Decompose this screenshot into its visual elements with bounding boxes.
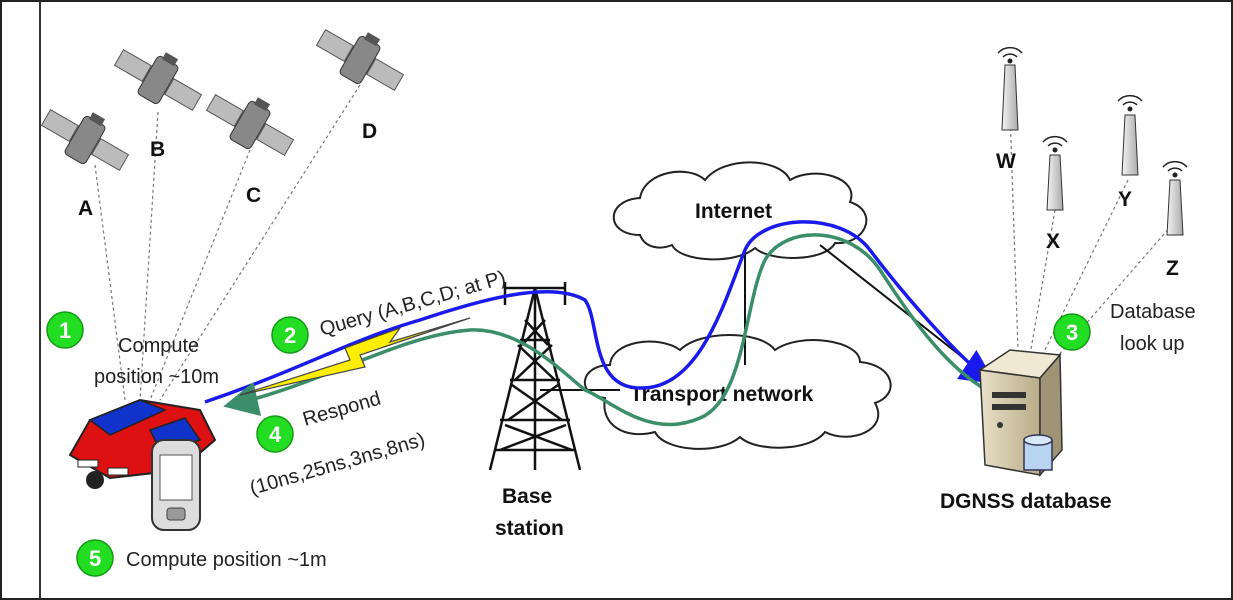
base-station-label-line2: station — [495, 517, 564, 540]
station-label-z: Z — [1166, 257, 1179, 280]
satellite-signal-lines — [94, 84, 361, 401]
base-station-label-line1: Base — [502, 485, 552, 508]
satellite-a — [40, 109, 130, 171]
step-3-text-line2: look up — [1120, 333, 1185, 355]
dgnss-database-server-icon — [977, 349, 1063, 477]
step-5-badge: 5 — [76, 539, 114, 577]
reference-tower-w — [997, 46, 1023, 131]
step-1-badge: 1 — [46, 311, 84, 349]
reference-tower-z — [1162, 160, 1188, 236]
svg-text:5: 5 — [89, 546, 101, 571]
reference-station-lines — [1009, 109, 1173, 366]
svg-text:2: 2 — [284, 323, 296, 348]
step-3-badge: 3 — [1053, 313, 1091, 351]
satellite-label-d: D — [362, 120, 377, 143]
respond-path — [223, 233, 991, 427]
station-label-x: X — [1046, 230, 1060, 253]
satellite-label-b: B — [150, 138, 165, 161]
step-4-badge: 4 — [256, 415, 294, 453]
transport-network-label: Transport network — [630, 383, 814, 406]
satellite-label-c: C — [246, 184, 261, 207]
internet-label: Internet — [695, 200, 772, 223]
database-label: DGNSS database — [940, 490, 1112, 513]
base-station-tower — [488, 282, 582, 471]
svg-text:3: 3 — [1066, 320, 1078, 345]
svg-text:4: 4 — [269, 422, 282, 447]
step-5-text: Compute position ~1m — [126, 549, 327, 571]
transport-network-cloud — [584, 334, 892, 450]
reference-tower-x — [1042, 135, 1068, 211]
satellite-d — [315, 29, 405, 91]
satellite-c — [205, 94, 295, 156]
station-label-y: Y — [1118, 188, 1132, 211]
satellite-b — [113, 49, 203, 111]
query-path — [204, 220, 996, 404]
wireless-link-lightning — [239, 317, 471, 396]
satellite-label-a: A — [78, 197, 93, 220]
step-2-badge: 2 — [271, 316, 309, 354]
step-3-text-line1: Database — [1110, 301, 1196, 323]
step-1-text-line2: position ~10m — [94, 366, 219, 388]
reference-tower-y — [1117, 94, 1143, 176]
step-1-text-line1: Compute — [118, 335, 199, 357]
svg-text:1: 1 — [59, 318, 71, 343]
handheld-device-icon — [151, 439, 201, 531]
station-label-w: W — [996, 150, 1016, 173]
